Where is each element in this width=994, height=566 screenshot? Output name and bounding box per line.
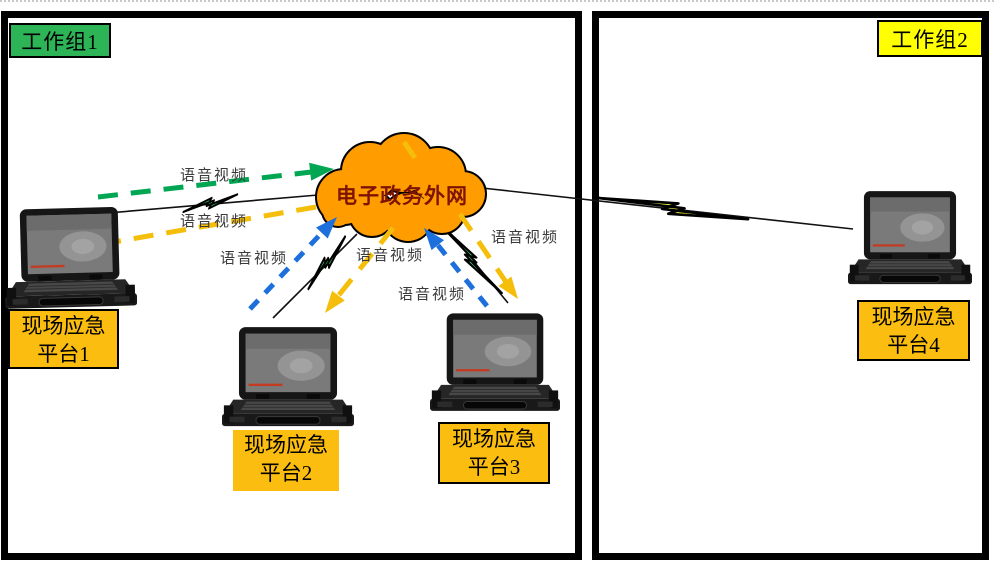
voice-flow-down-platform3-peek-dash bbox=[401, 140, 418, 160]
workgroup1-frame bbox=[1, 11, 582, 560]
voice-flow-down-platform2-arrowhead bbox=[325, 290, 345, 313]
voice-flow-down-platform3 bbox=[457, 212, 515, 293]
voice-video-label-6: 语音视频 bbox=[398, 287, 467, 303]
platform2-nameplate: 现场应急 平台2 bbox=[233, 430, 339, 491]
platform2-name-line2: 平台2 bbox=[259, 461, 313, 485]
cloud-label: 电子政务外网 bbox=[336, 184, 468, 208]
voice-flow-up-platform2-arrowhead bbox=[316, 217, 337, 239]
voice-video-label-1: 语音视频 bbox=[180, 168, 249, 184]
voice-flow-down-platform1 bbox=[107, 204, 317, 246]
cloud-shape bbox=[315, 132, 487, 243]
workgroup2-label: 工作组2 bbox=[891, 27, 969, 52]
voice-flow-up-platform3-arrowhead bbox=[424, 228, 445, 251]
workgroup1-badge: 工作组1 bbox=[9, 23, 111, 58]
platform2-name-line1: 现场应急 bbox=[244, 433, 328, 457]
scan-artifact-line bbox=[0, 0, 994, 2]
voice-flow-up-platform2 bbox=[248, 221, 333, 311]
voice-flow-down-platform2 bbox=[328, 226, 395, 308]
voice-flow-up-platform3 bbox=[426, 231, 489, 308]
voice-flow-down-platform3-arrowhead bbox=[498, 276, 518, 299]
workgroup1-label: 工作组1 bbox=[21, 29, 99, 54]
platform3-name-line2: 平台3 bbox=[467, 455, 521, 479]
platform4-name-line1: 现场应急 bbox=[871, 305, 956, 329]
voice-video-label-2: 语音视频 bbox=[180, 214, 249, 230]
platform4-name-line2: 平台4 bbox=[887, 333, 940, 357]
laptop-icon-platform2 bbox=[222, 326, 354, 430]
platform3-nameplate: 现场应急 平台3 bbox=[438, 422, 550, 484]
lightning-bolt-platform1 bbox=[182, 193, 239, 214]
laptop-icon-platform3 bbox=[430, 312, 560, 415]
voice-video-label-4: 语音视频 bbox=[356, 248, 425, 264]
laptop-icon-platform4 bbox=[848, 188, 972, 290]
voice-video-label-5: 语音视频 bbox=[491, 230, 560, 246]
laptop-icon-platform1 bbox=[3, 205, 138, 312]
platform1-nameplate: 现场应急 平台1 bbox=[8, 309, 119, 369]
lightning-bolt-wan bbox=[597, 196, 750, 221]
platform1-name-line2: 平台1 bbox=[37, 342, 90, 366]
lightning-bolt-platform2 bbox=[307, 235, 347, 291]
voice-flow-up-platform1-arrowhead bbox=[309, 162, 334, 181]
platform3-name-line1: 现场应急 bbox=[452, 427, 536, 451]
platform1-name-line1: 现场应急 bbox=[21, 314, 106, 338]
platform4-nameplate: 现场应急 平台4 bbox=[857, 300, 970, 361]
lightning-bolt-platform3 bbox=[438, 223, 503, 295]
workgroup2-frame bbox=[592, 11, 989, 560]
workgroup2-badge: 工作组2 bbox=[877, 20, 983, 57]
voice-video-label-3: 语音视频 bbox=[220, 251, 289, 267]
voice-flow-up-platform1 bbox=[97, 168, 321, 200]
